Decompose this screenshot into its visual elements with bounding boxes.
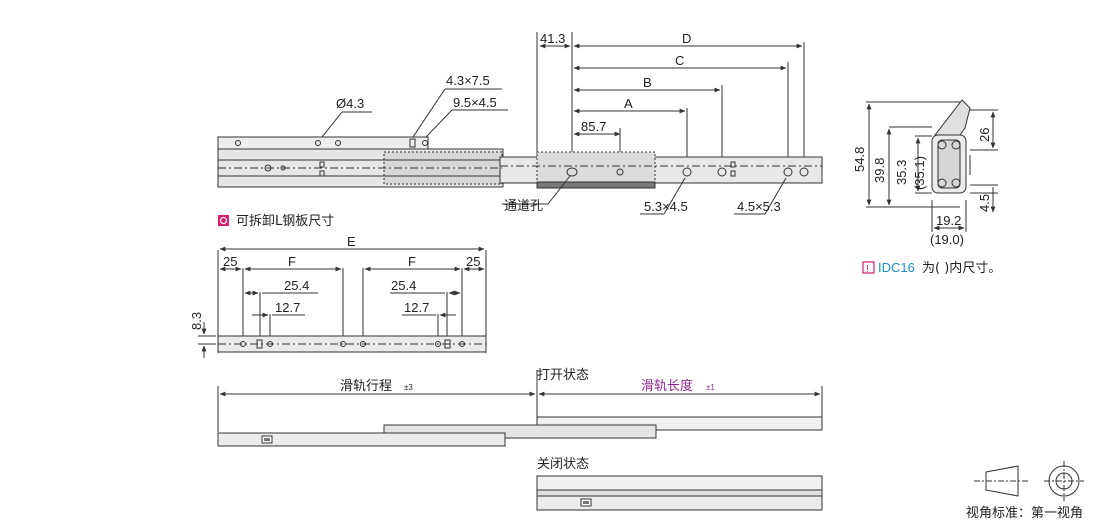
travel-labels: 滑轨行程 ±3 打开状态 滑轨长度 ±1 关闭状态 — [340, 368, 715, 472]
dim-54-8: 54.8 — [852, 147, 867, 172]
dim-35-3: 35.3 — [894, 160, 909, 185]
dim-A: A — [624, 96, 633, 111]
dim-E: E — [347, 234, 356, 249]
note-code: IDC16 — [878, 260, 915, 275]
dim-12-7-right: 12.7 — [404, 300, 429, 315]
note-icon — [862, 261, 875, 274]
removable-plate-labels: E 25 F F 25 25.4 25.4 12.7 12.7 8.3 — [189, 234, 480, 330]
note-text: 为( )内尺寸。 — [922, 260, 1001, 276]
dim-4-5x5-3: 4.5×5.3 — [737, 199, 781, 214]
section-view — [866, 99, 998, 232]
dim-19-2: 19.2 — [936, 213, 961, 228]
stroke-tolerance: ±3 — [404, 383, 413, 392]
removable-plate-title: 可拆卸L钢板尺寸 — [218, 213, 334, 229]
length-label: 滑轨长度 — [641, 378, 693, 394]
dim-12-7-left: 12.7 — [275, 300, 300, 315]
dim-25-left: 25 — [223, 254, 237, 269]
projection-label: 视角标准：第一视角 — [966, 506, 1083, 521]
dim-F-right: F — [408, 254, 416, 269]
dim-85-7: 85.7 — [581, 119, 606, 134]
dim-9-5x4-5: 9.5×4.5 — [453, 95, 497, 110]
note-icon-glyph: ! — [866, 264, 869, 275]
open-state-label: 打开状态 — [537, 368, 589, 383]
dim-5-3x4-5: 5.3×4.5 — [644, 199, 688, 214]
channel-hole-label: 通道孔 — [504, 199, 543, 214]
dim-39-8: 39.8 — [872, 158, 887, 183]
length-tolerance: ±1 — [706, 383, 715, 392]
top-view — [217, 32, 823, 215]
dim-4-3x7-5: 4.3×7.5 — [446, 73, 490, 88]
projection-symbol — [974, 461, 1084, 501]
dim-8-3: 8.3 — [189, 312, 204, 330]
dim-41-3: 41.3 — [540, 31, 565, 46]
dim-phi4-3: Ø4.3 — [336, 96, 364, 111]
dim-35-1: (35.1) — [912, 156, 927, 190]
dim-4-5: 4.5 — [977, 194, 992, 212]
dim-25-4-left: 25.4 — [284, 278, 309, 293]
removable-plate-view — [198, 246, 487, 358]
dim-D: D — [682, 31, 691, 46]
stroke-label: 滑轨行程 — [340, 379, 392, 394]
dim-F-left: F — [288, 254, 296, 269]
removable-plate-title-text: 可拆卸L钢板尺寸 — [236, 213, 334, 229]
dim-25-4-right: 25.4 — [391, 278, 416, 293]
top-view-labels: 41.3 D C B A 85.7 Ø4.3 4.3×7.5 9.5×4.5 5… — [336, 31, 781, 214]
dim-C: C — [675, 53, 684, 68]
dim-25-right: 25 — [466, 254, 480, 269]
dim-26: 26 — [977, 128, 992, 142]
closed-state-label: 关闭状态 — [537, 457, 589, 472]
section-view-labels: 54.8 39.8 35.3 (35.1) 26 4.5 19.2 (19.0)… — [852, 128, 1001, 276]
travel-view — [217, 370, 823, 511]
dim-B: B — [643, 75, 652, 90]
dim-19-0: (19.0) — [930, 232, 964, 247]
